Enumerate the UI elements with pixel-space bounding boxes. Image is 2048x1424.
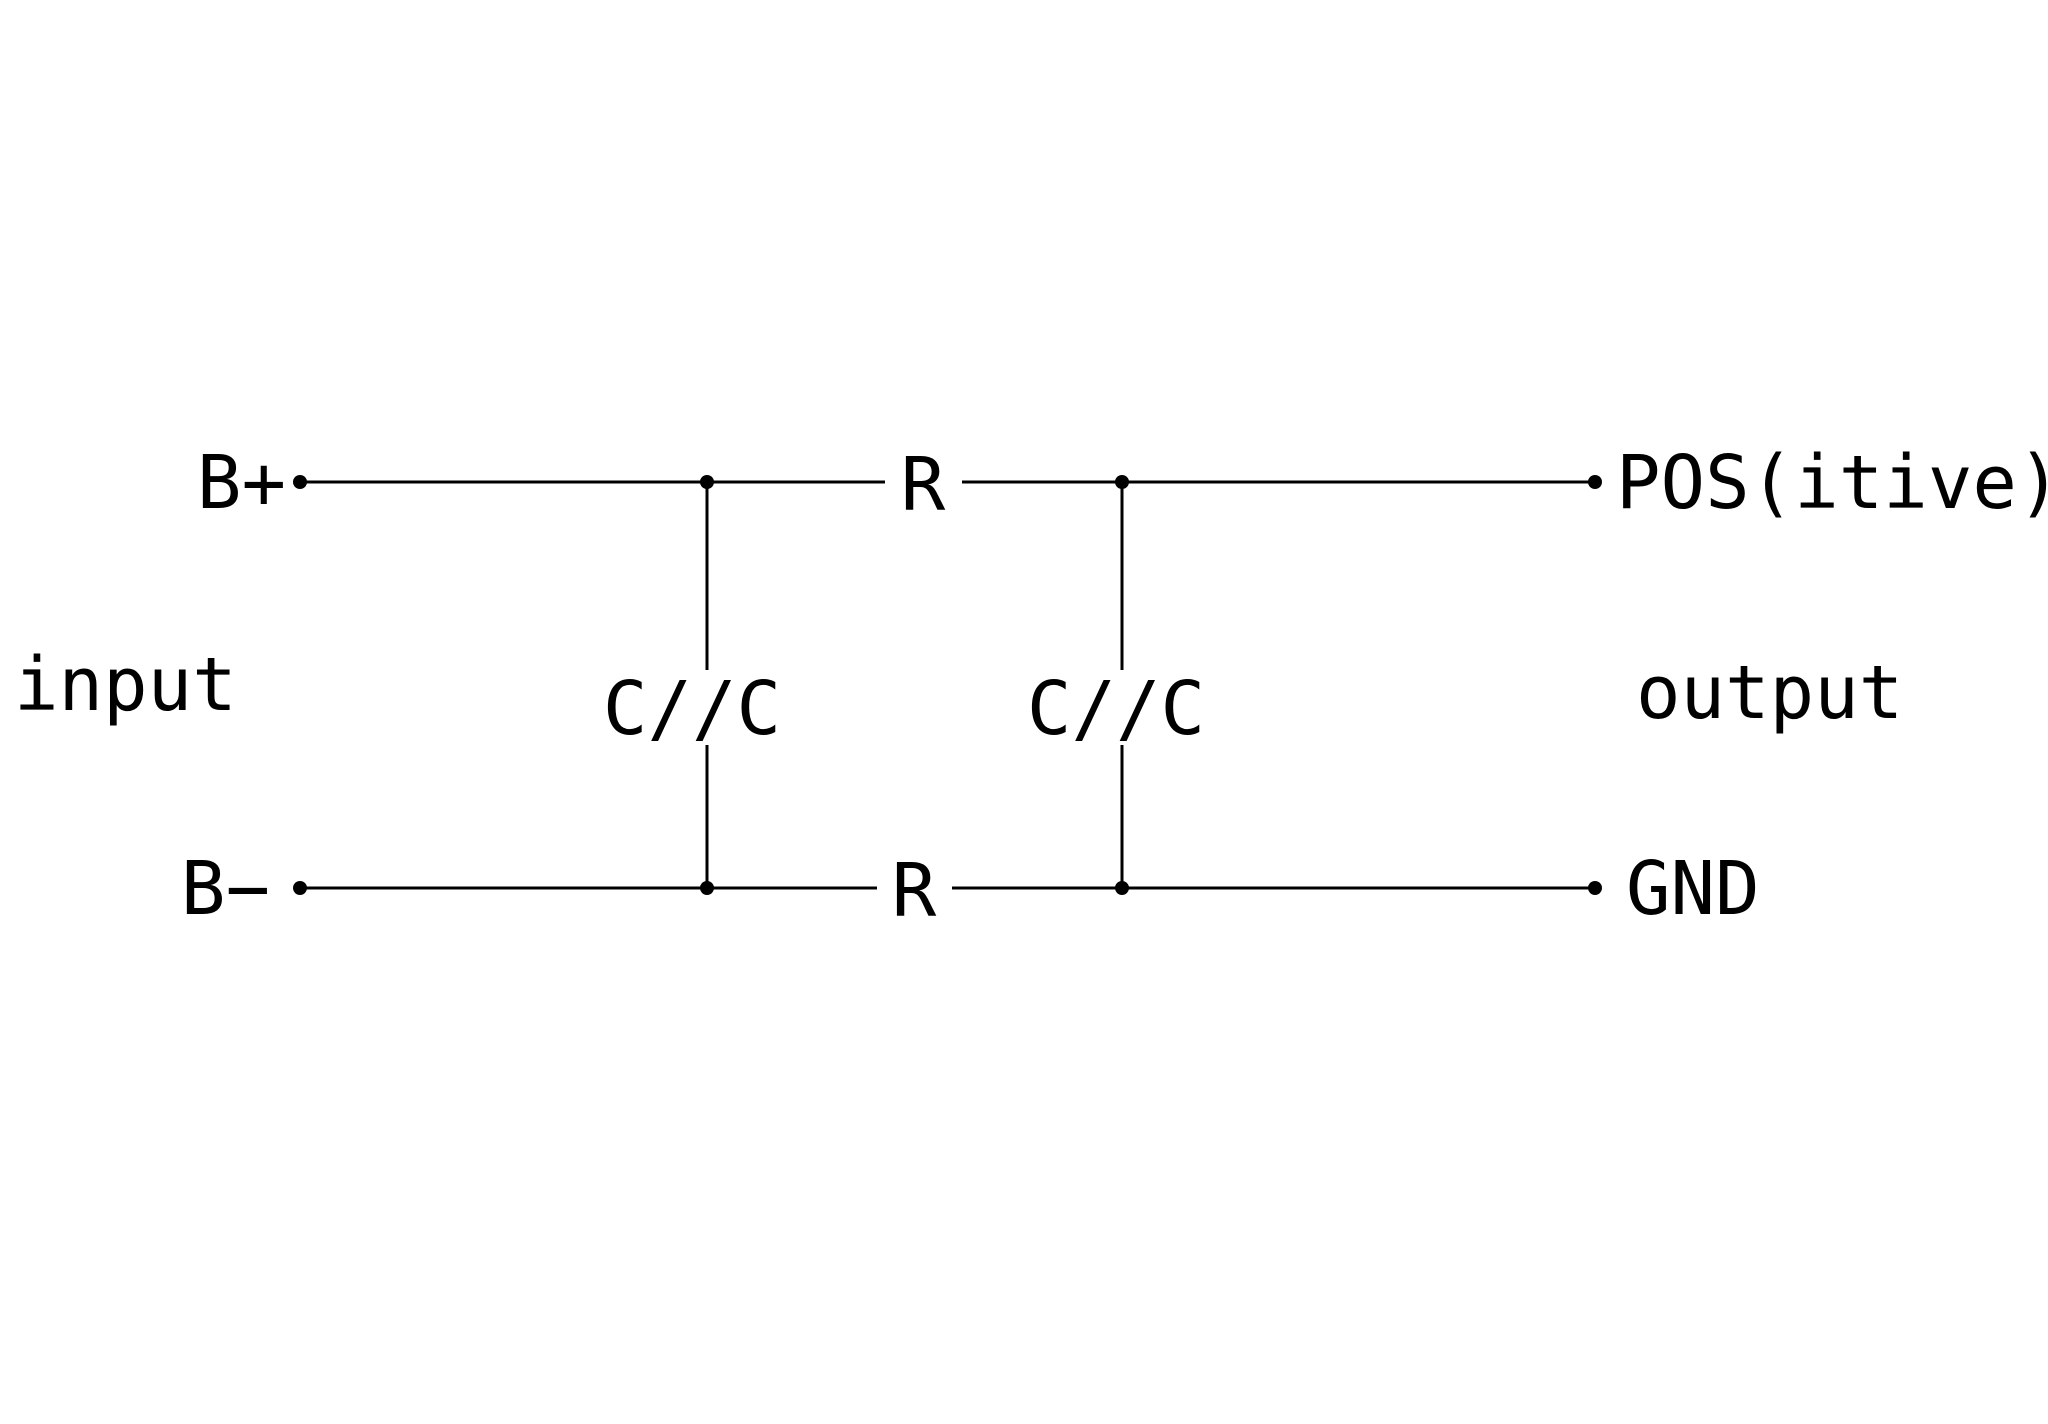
right-bottom-junction [1115, 881, 1129, 895]
capacitor-right-label: C//C [1027, 666, 1205, 752]
output-label: output [1636, 650, 1903, 736]
output-pos-label: POS(itive) [1616, 440, 2048, 526]
resistor-top-label: R [901, 442, 946, 528]
output-gnd-terminal [1588, 881, 1602, 895]
output-gnd-label: GND [1626, 846, 1760, 932]
input-label: input [14, 642, 237, 728]
input-neg-terminal [293, 881, 307, 895]
input-neg-label: B− [181, 846, 270, 932]
input-pos-label: B+ [197, 440, 286, 526]
right-top-junction [1115, 475, 1129, 489]
capacitor-left-label: C//C [603, 666, 781, 752]
left-bottom-junction [700, 881, 714, 895]
resistor-bottom-label: R [892, 848, 937, 934]
left-top-junction [700, 475, 714, 489]
input-pos-terminal [293, 475, 307, 489]
output-pos-terminal [1588, 475, 1602, 489]
